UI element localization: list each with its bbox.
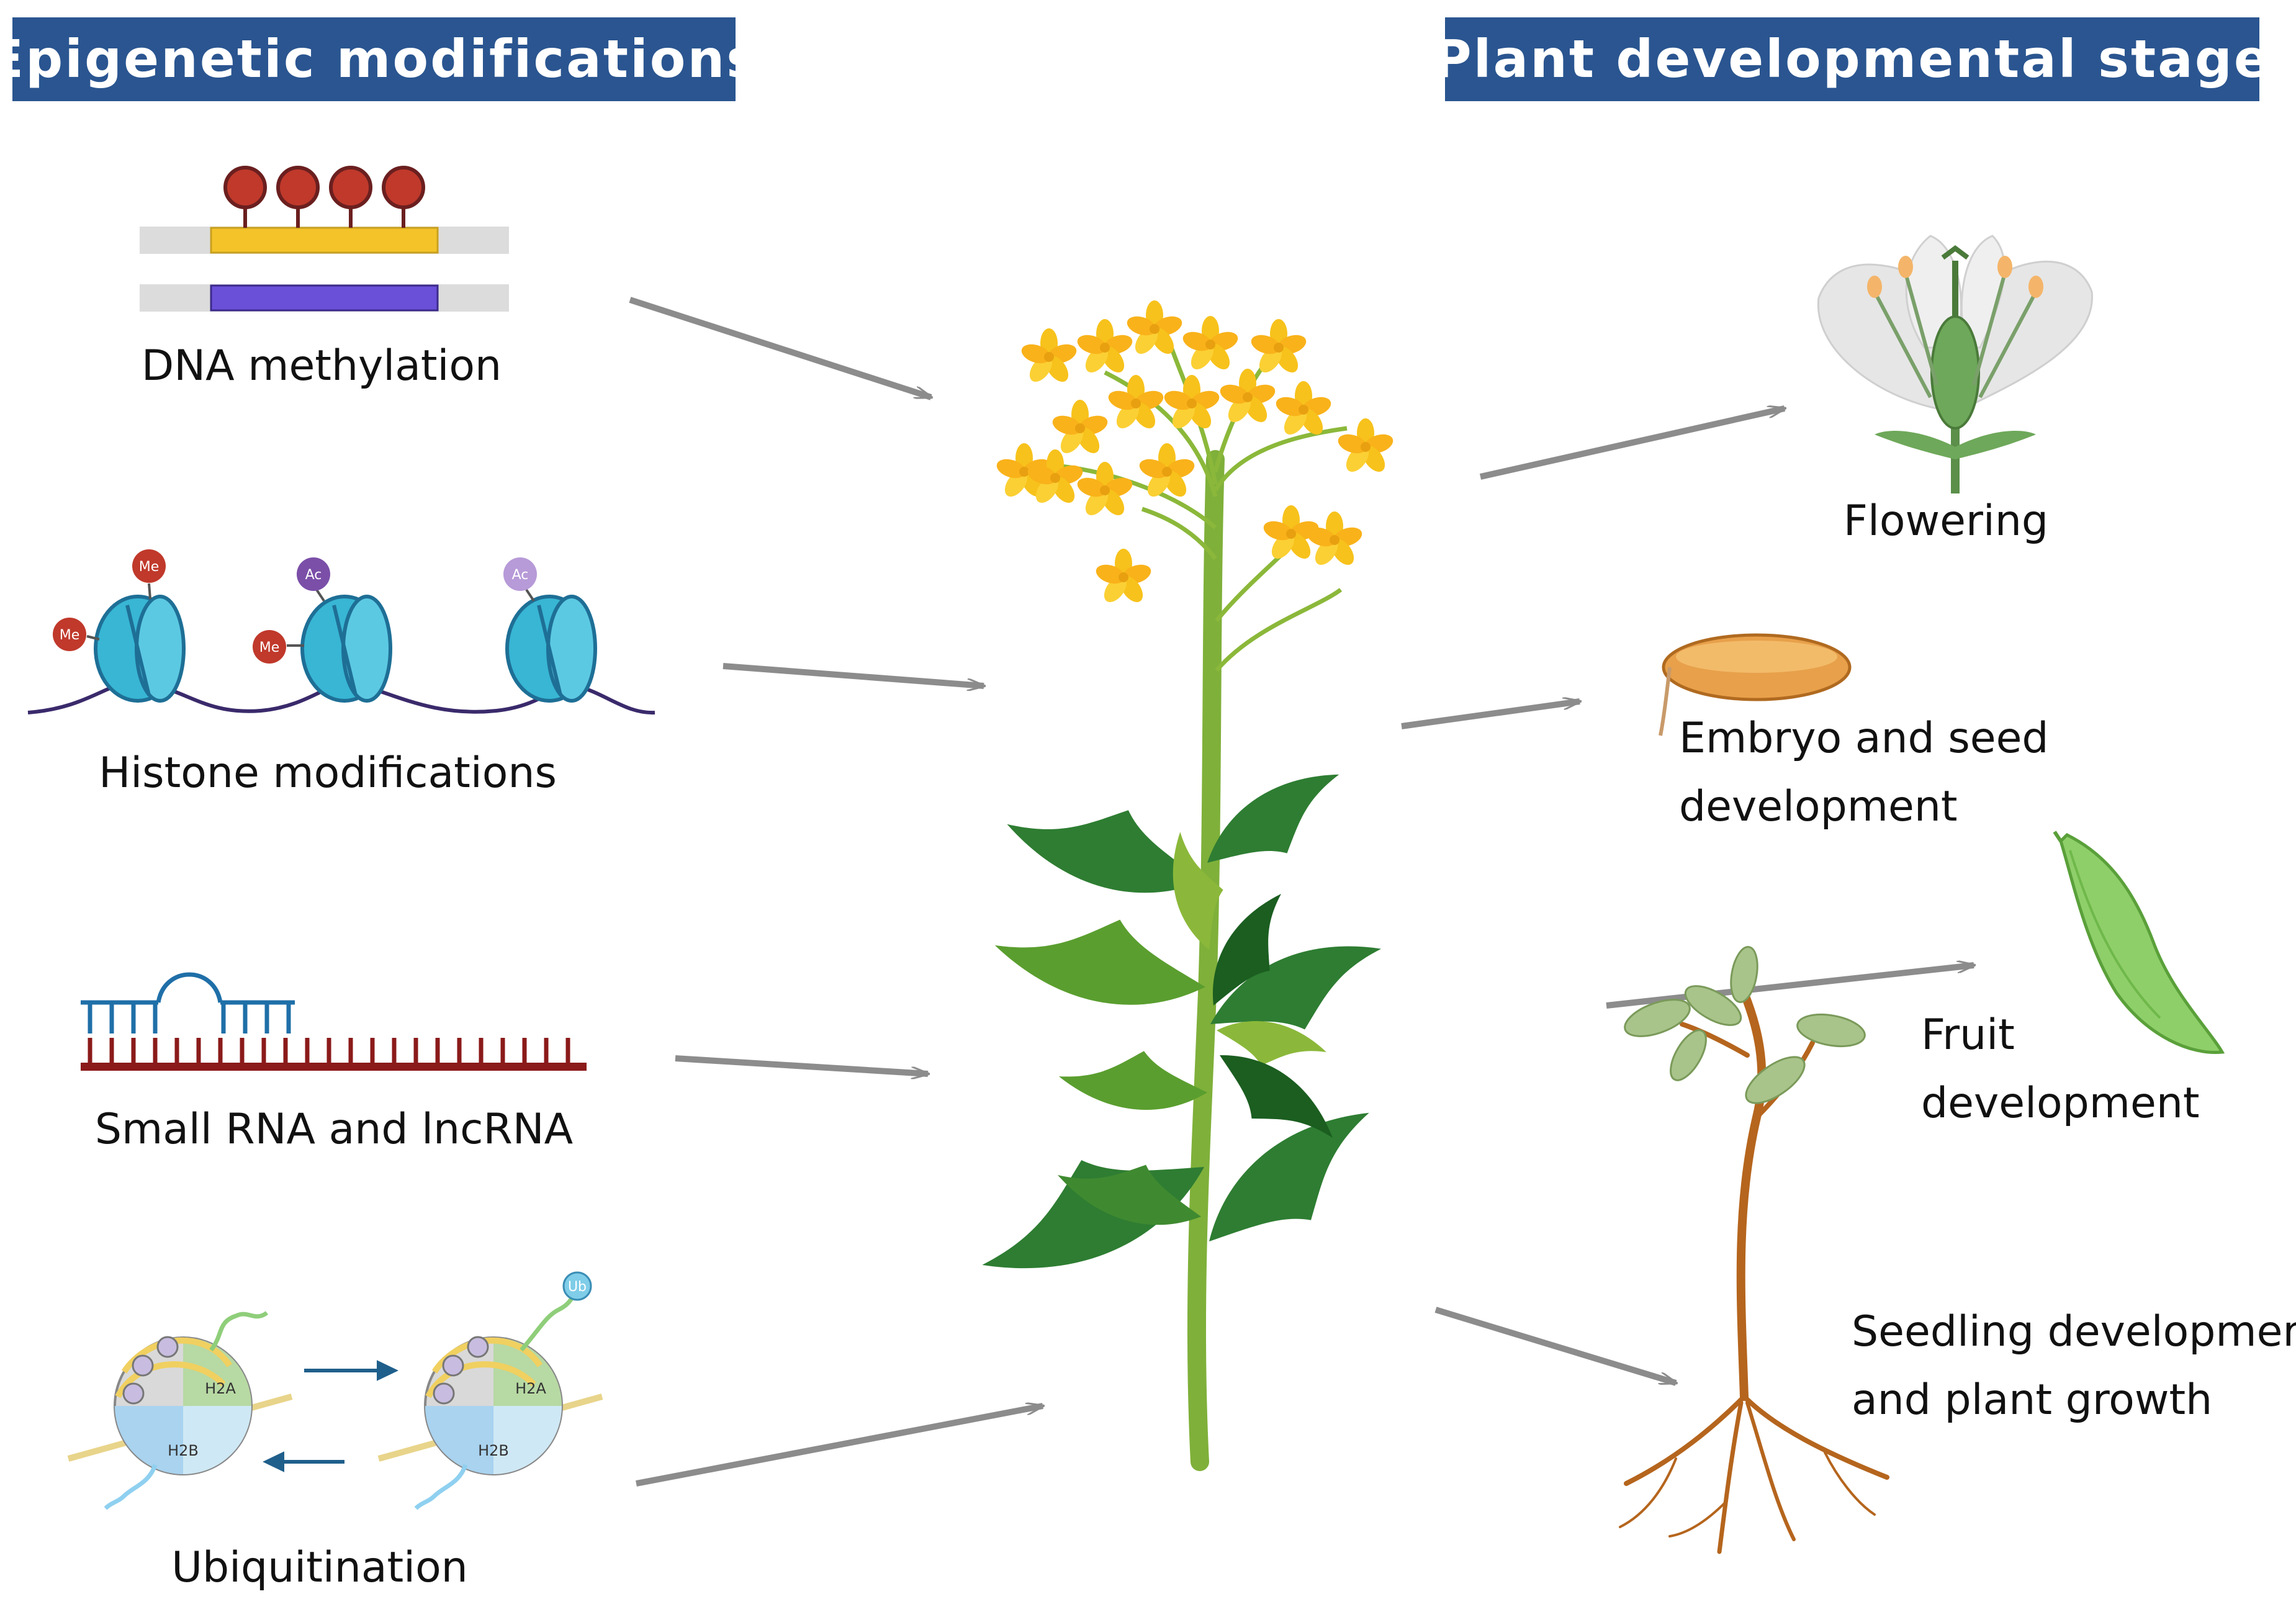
arrow-to-seed [1401, 701, 1580, 729]
arrows-left-to-plant [629, 297, 1043, 1487]
leaves [960, 756, 1401, 1295]
label-flowering: Flowering [1844, 497, 2048, 546]
histone-mark-ac-2: Ac [503, 557, 537, 602]
seedling-illustration [1619, 946, 1889, 1554]
seed-illustration [1659, 633, 1852, 736]
pea-pod-illustration [2053, 831, 2225, 1055]
histone-mark-ac-1: Ac [297, 557, 330, 602]
label-ubiquitination: Ubiquitination [171, 1543, 468, 1592]
svg-text:Ac: Ac [512, 567, 529, 583]
nucleosome-1 [94, 595, 186, 703]
label-fruit-line2: development [1921, 1079, 2200, 1128]
svg-text:Ac: Ac [305, 567, 322, 583]
header-epigenetic-modifications: Epigenetic modifications [0, 17, 759, 101]
label-seed-line2: development [1679, 782, 1958, 831]
arrow-small-rna [675, 1055, 928, 1074]
arrow-histone [723, 663, 984, 686]
svg-text:H2A: H2A [515, 1380, 546, 1397]
methyl-group-markers [223, 166, 425, 228]
svg-text:H2B: H2B [478, 1442, 509, 1459]
small-rna-lncrna-illustration [81, 972, 587, 1071]
ub-tag: Ub [568, 1279, 587, 1295]
svg-text:H2A: H2A [205, 1380, 236, 1397]
svg-text:Me: Me [259, 640, 280, 655]
arrow-ubiquitination [636, 1406, 1043, 1487]
central-plant-illustration [960, 300, 1401, 1471]
histone-mark-me-2: Me [53, 618, 100, 651]
svg-text:Me: Me [60, 628, 80, 643]
ubiquitination-illustration: H2A H2B Ub H2A H2B [67, 1271, 603, 1510]
arrow-to-seedling [1434, 1307, 1676, 1386]
label-fruit-line1: Fruit [1921, 1011, 2015, 1060]
svg-text:H2B: H2B [168, 1442, 199, 1459]
arrows-plant-to-stages [1401, 408, 1974, 1386]
ubiquitin-nucleosome-left: H2A H2B [67, 1311, 293, 1510]
label-histone-modifications: Histone modifications [99, 749, 557, 798]
header-plant-developmental-stage: Plant developmental stage [1433, 17, 2271, 101]
nucleosome-3 [505, 595, 597, 703]
histone-modifications-illustration: Me Me Ac Me Ac [27, 549, 655, 715]
label-dna-methylation: DNA methylation [142, 341, 502, 390]
dna-methylation-illustration [140, 166, 509, 312]
equilibrium-arrows [263, 1360, 398, 1472]
label-small-rna-lncrna: Small RNA and lncRNA [95, 1105, 573, 1154]
histone-mark-me-1: Me [132, 549, 166, 600]
header-left-text: Epigenetic modifications [0, 29, 759, 89]
arrow-to-flowering [1479, 408, 1785, 480]
histone-mark-me-3: Me [253, 630, 304, 664]
svg-text:Me: Me [139, 559, 160, 575]
label-seedling-line1: Seedling development [1852, 1307, 2296, 1356]
nucleosome-2 [300, 595, 392, 703]
arrow-to-fruit [1606, 965, 1974, 1009]
ubiquitin-nucleosome-right: Ub H2A H2B [377, 1271, 603, 1510]
label-seed-line1: Embryo and seed [1679, 714, 2049, 763]
flower-cross-section-illustration [1817, 235, 2093, 493]
header-right-text: Plant developmental stage [1433, 29, 2271, 89]
arrow-dna-methylation [629, 297, 931, 400]
label-seedling-line2: and plant growth [1852, 1376, 2212, 1425]
